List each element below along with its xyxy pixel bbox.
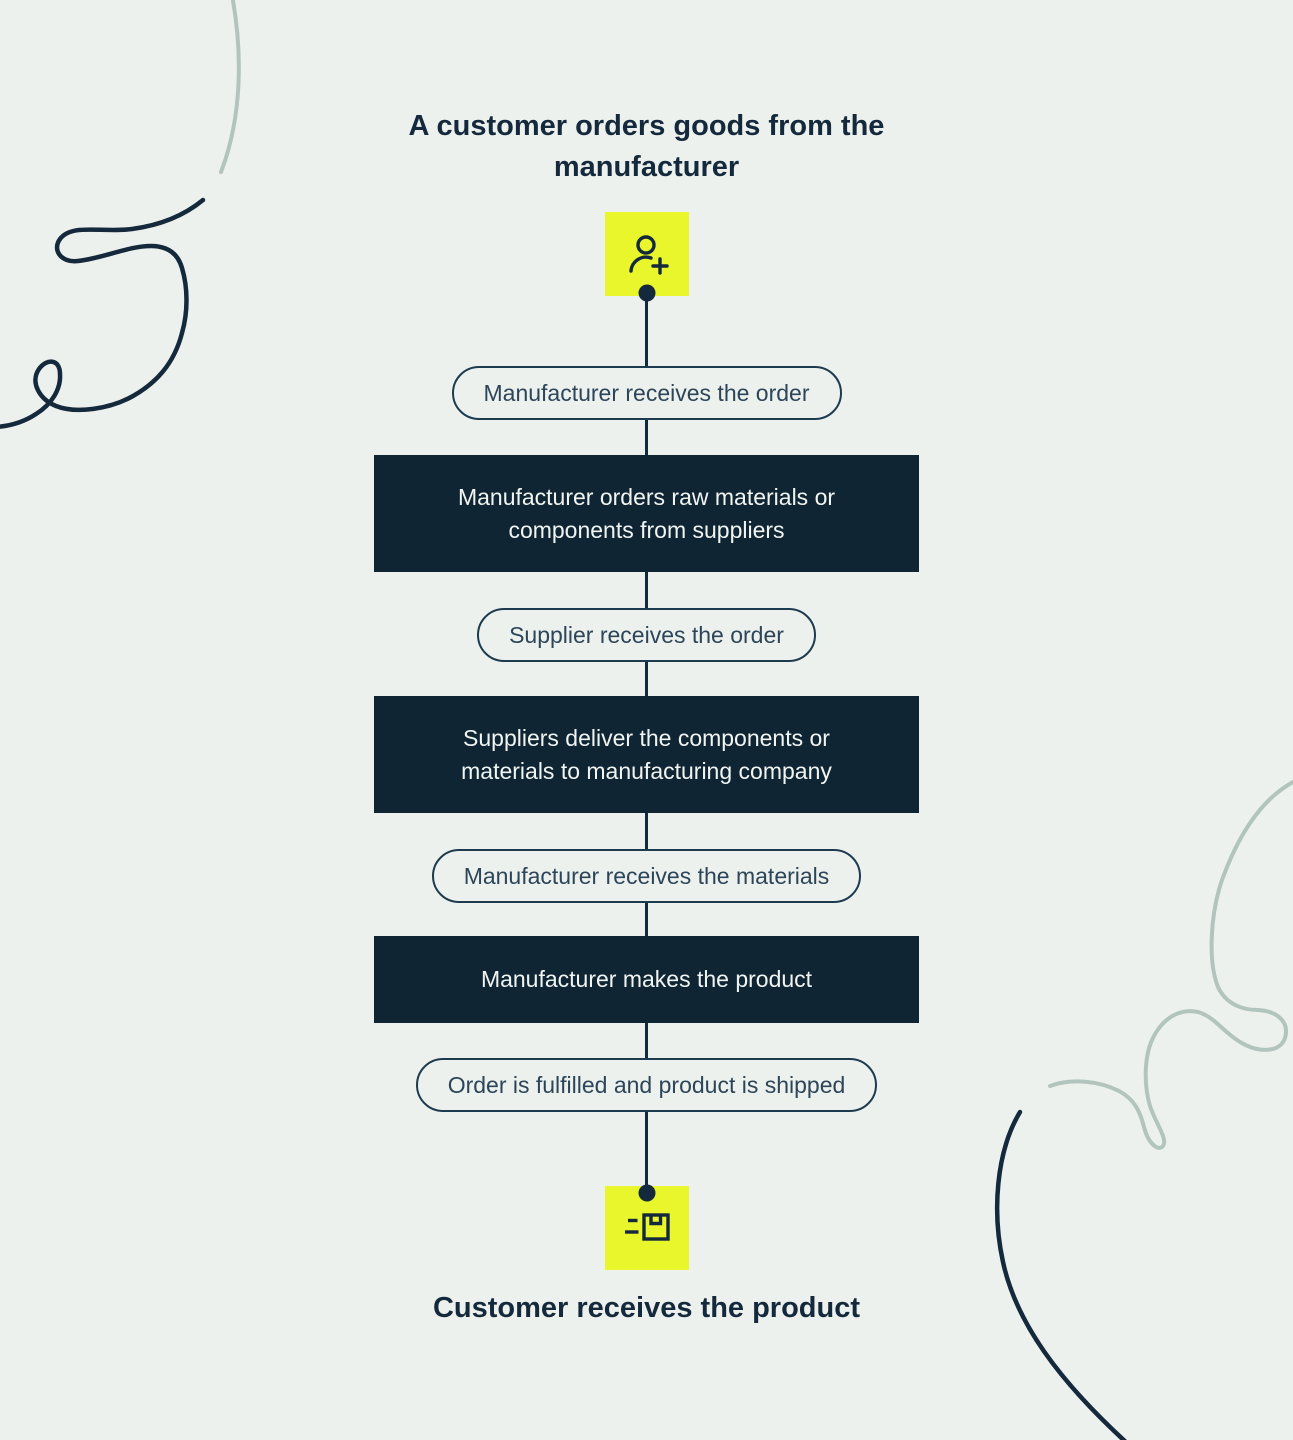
customer-order-tile [604,212,689,297]
step-box-suppliers-deliver: Suppliers deliver the components or mate… [374,696,919,814]
step-pill-manufacturer-receives-materials: Manufacturer receives the materials [431,849,862,904]
package-shipped-icon [624,1213,670,1242]
step-pill-manufacturer-receives-order: Manufacturer receives the order [451,366,842,421]
connector-dot-top [638,284,655,302]
step-box-manufacturer-orders-materials: Manufacturer orders raw materials or com… [374,455,919,573]
top-title: A customer orders goods from the manufac… [408,110,885,184]
bottom-title: Customer receives the product [432,1292,861,1325]
connector-dot-bottom [638,1184,655,1202]
user-plus-icon [628,235,669,276]
step-pill-order-fulfilled: Order is fulfilled and product is shippe… [415,1058,878,1113]
step-box-manufacturer-makes-product: Manufacturer makes the product [374,936,919,1024]
step-pill-supplier-receives-order: Supplier receives the order [477,608,816,663]
